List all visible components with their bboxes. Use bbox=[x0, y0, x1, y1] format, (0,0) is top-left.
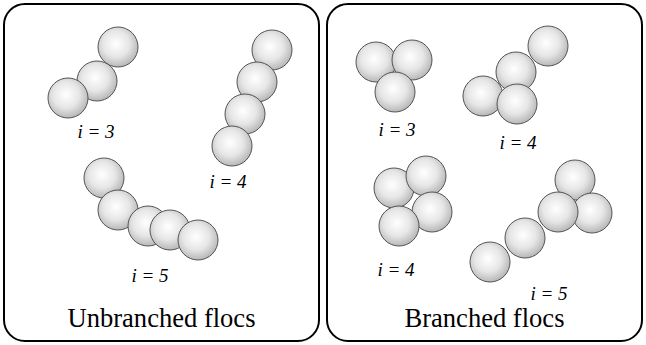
size-label: i = 5 bbox=[530, 283, 567, 305]
size-label: i = 4 bbox=[209, 171, 246, 193]
particle bbox=[178, 220, 218, 260]
particle bbox=[538, 192, 578, 232]
size-label: i = 3 bbox=[378, 119, 415, 141]
particle bbox=[212, 126, 252, 166]
size-label: i = 4 bbox=[499, 132, 536, 154]
group-panel: Unbranched flocs bbox=[3, 3, 320, 342]
particle bbox=[406, 156, 446, 196]
particle bbox=[379, 206, 419, 246]
particle bbox=[48, 78, 88, 118]
particle bbox=[505, 218, 545, 258]
group-panel: Branched flocs bbox=[326, 3, 643, 342]
particle bbox=[528, 26, 568, 66]
panel-title: Branched flocs bbox=[328, 302, 641, 334]
particle bbox=[98, 27, 138, 67]
particle bbox=[497, 84, 537, 124]
particle bbox=[463, 76, 503, 116]
size-label: i = 5 bbox=[131, 265, 168, 287]
particle bbox=[470, 242, 510, 282]
particle bbox=[375, 72, 415, 112]
size-label: i = 4 bbox=[377, 259, 414, 281]
panel-title: Unbranched flocs bbox=[5, 302, 318, 334]
size-label: i = 3 bbox=[77, 121, 114, 143]
